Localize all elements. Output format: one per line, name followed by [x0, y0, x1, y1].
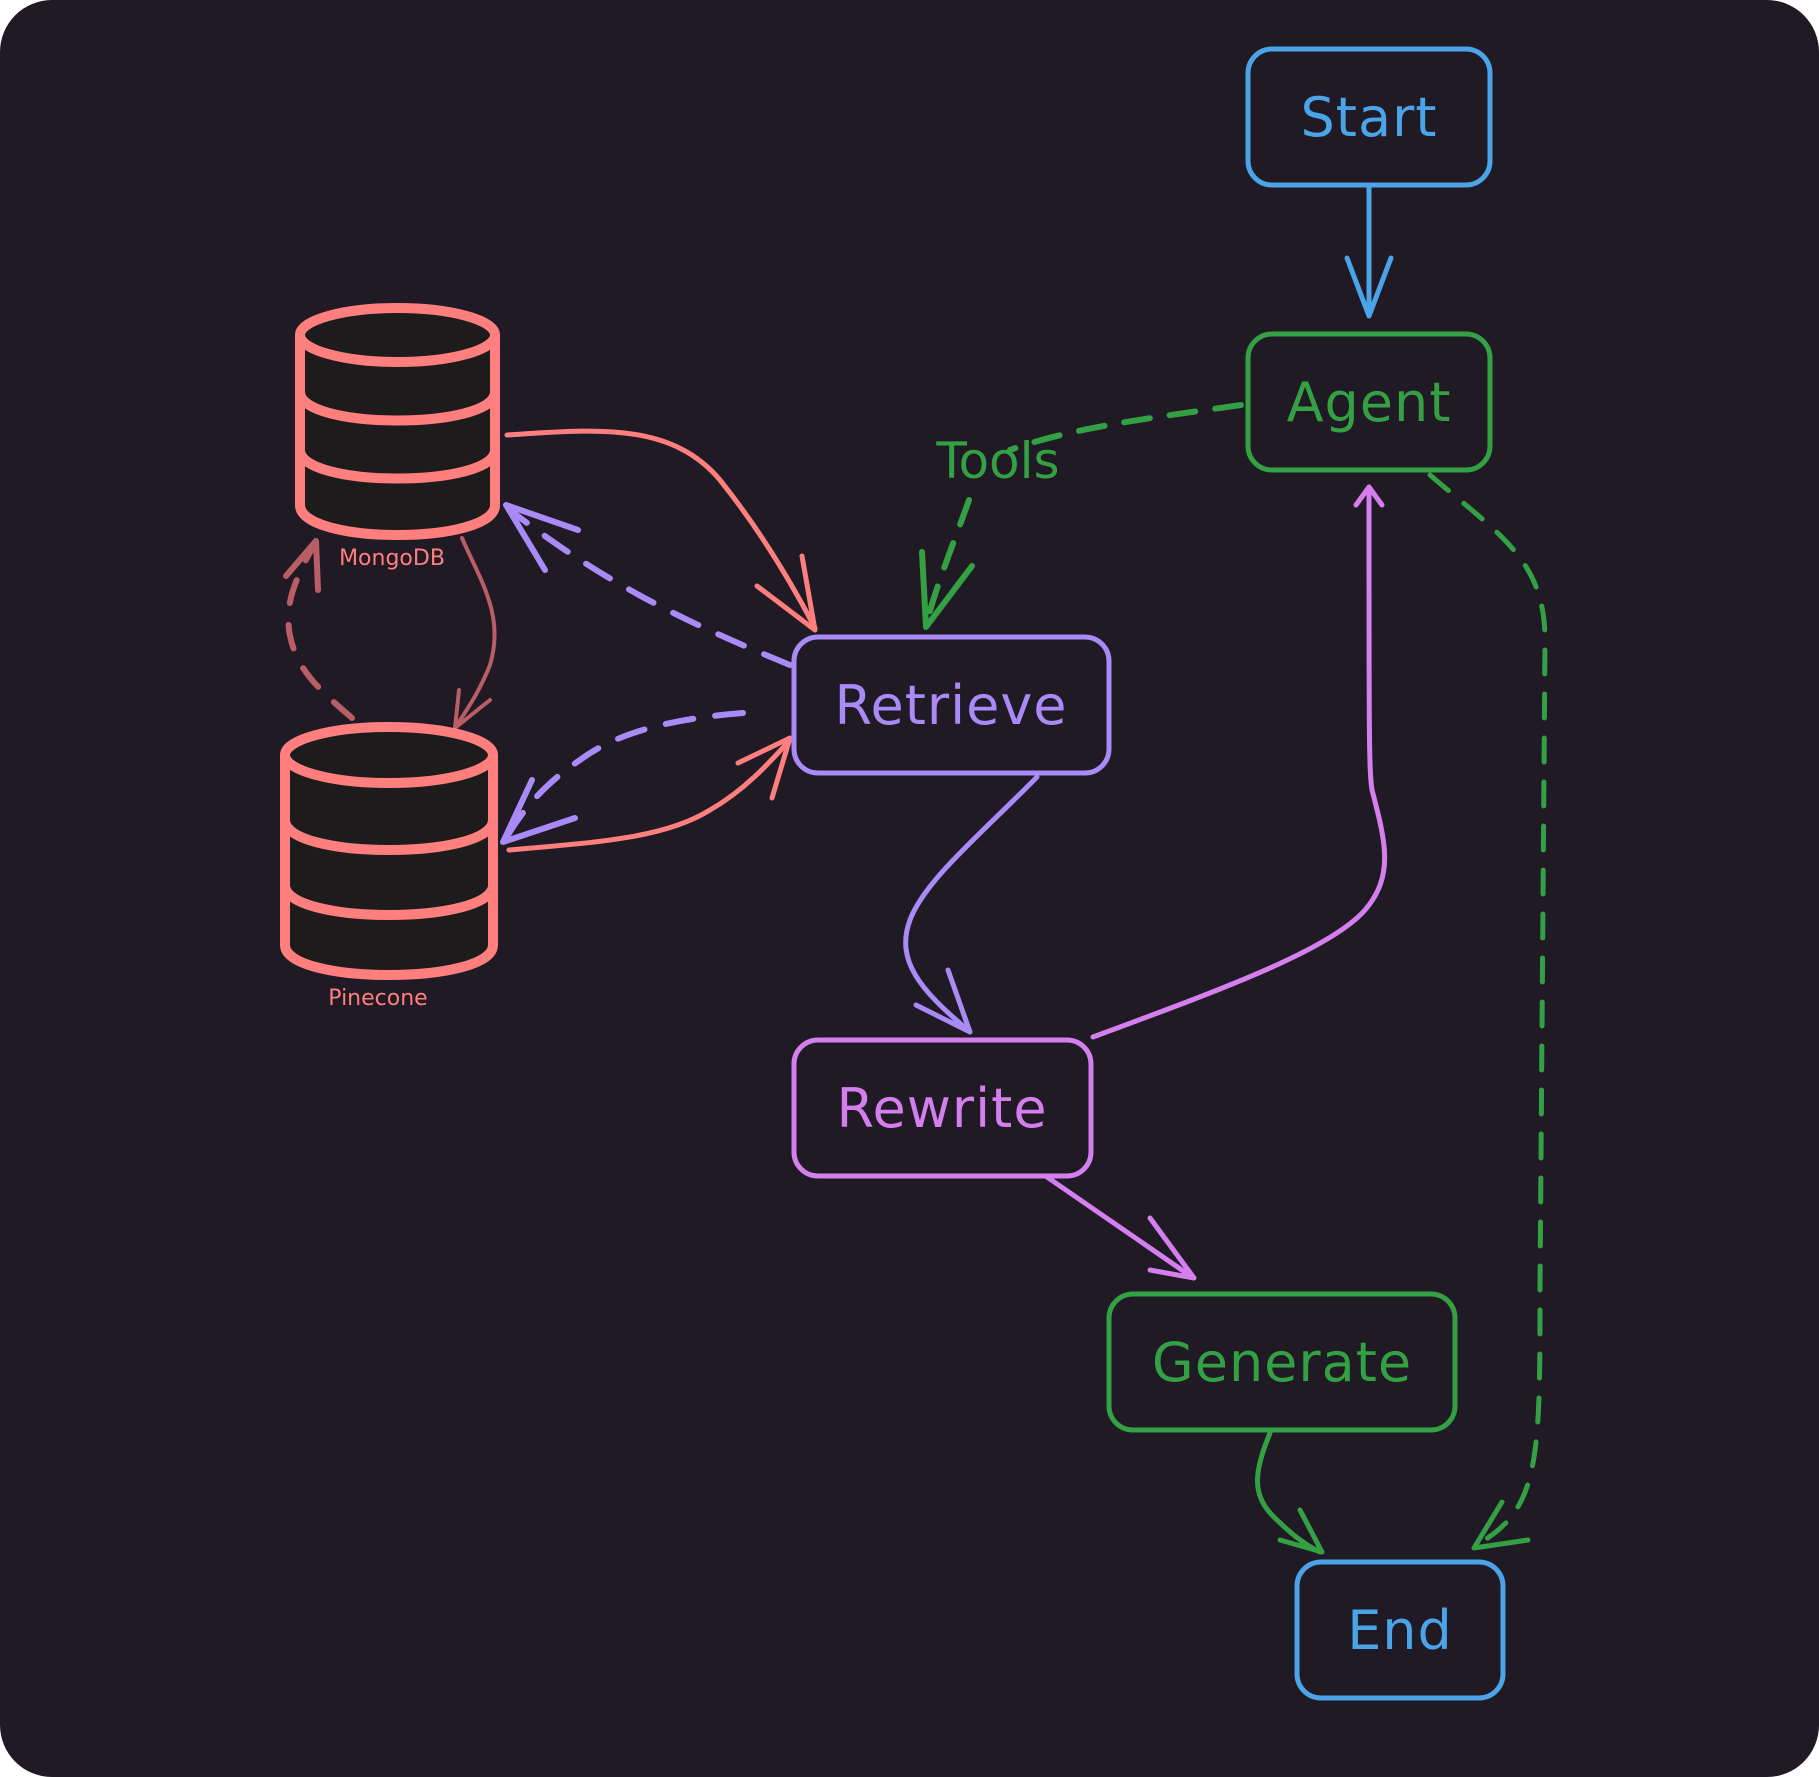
edge-retrieve-pinecone: [502, 710, 746, 843]
edge-start-agent-arrowhead: [1344, 255, 1394, 319]
edge-mongodb-retrieve: [504, 428, 818, 631]
edge-mongodb-pinecone-arrowhead: [453, 688, 492, 730]
edge-label-tools: Tools: [935, 432, 1059, 490]
edge-agent-retrieve-arrowhead: [919, 549, 975, 630]
edge-retrieve-mongodb-arrowhead: [503, 502, 581, 573]
edge-retrieve-rewrite: [903, 774, 1040, 1033]
edge-retrieve-rewrite-arrowhead: [913, 967, 973, 1035]
node-label: Generate: [1152, 1331, 1412, 1394]
database-icon: [295, 303, 500, 540]
edge-pinecone-mongodb: [285, 540, 355, 721]
node-retrieve[interactable]: Retrieve: [791, 634, 1112, 776]
edge-rewrite-agent: [1090, 484, 1388, 1040]
node-label: Rewrite: [836, 1077, 1047, 1140]
node-start[interactable]: Start: [1245, 46, 1493, 188]
edge-pinecone-retrieve: [506, 737, 793, 853]
edge-rewrite-generate-arrowhead: [1147, 1215, 1197, 1281]
node-label: End: [1347, 1599, 1453, 1662]
edge-agent-end-arrowhead: [1471, 1499, 1531, 1551]
edge-pinecone-retrieve-arrowhead: [735, 735, 793, 801]
node-rewrite[interactable]: Rewrite: [791, 1037, 1094, 1179]
edge-generate-end-arrowhead: [1277, 1507, 1325, 1555]
edge-rewrite-generate: [1044, 1174, 1195, 1280]
node-generate[interactable]: Generate: [1106, 1291, 1458, 1433]
edge-retrieve-mongodb: [507, 507, 793, 668]
node-end[interactable]: End: [1294, 1559, 1506, 1701]
database-mongodb: MongoDB: [295, 303, 500, 571]
node-agent[interactable]: Agent: [1245, 331, 1493, 473]
edge-retrieve-pinecone-arrowhead: [500, 777, 578, 845]
edge-mongodb-retrieve-arrowhead: [754, 553, 818, 633]
edge-generate-end: [1255, 1430, 1323, 1555]
edge-agent-end: [1427, 472, 1548, 1548]
edge-pinecone-mongodb-arrowhead: [283, 538, 321, 593]
node-label: Agent: [1287, 371, 1452, 434]
database-icon: [280, 722, 498, 980]
node-label: Start: [1301, 86, 1438, 149]
edge-mongodb-pinecone: [455, 536, 497, 727]
database-label-pinecone: Pinecone: [328, 986, 427, 1011]
node-label: Retrieve: [834, 674, 1067, 737]
edge-rewrite-agent-arrowhead: [1353, 484, 1385, 508]
database-pinecone: Pinecone: [280, 722, 498, 1011]
database-label-mongodb: MongoDB: [339, 546, 445, 571]
edge-agent-retrieve-tools: [923, 402, 1244, 628]
